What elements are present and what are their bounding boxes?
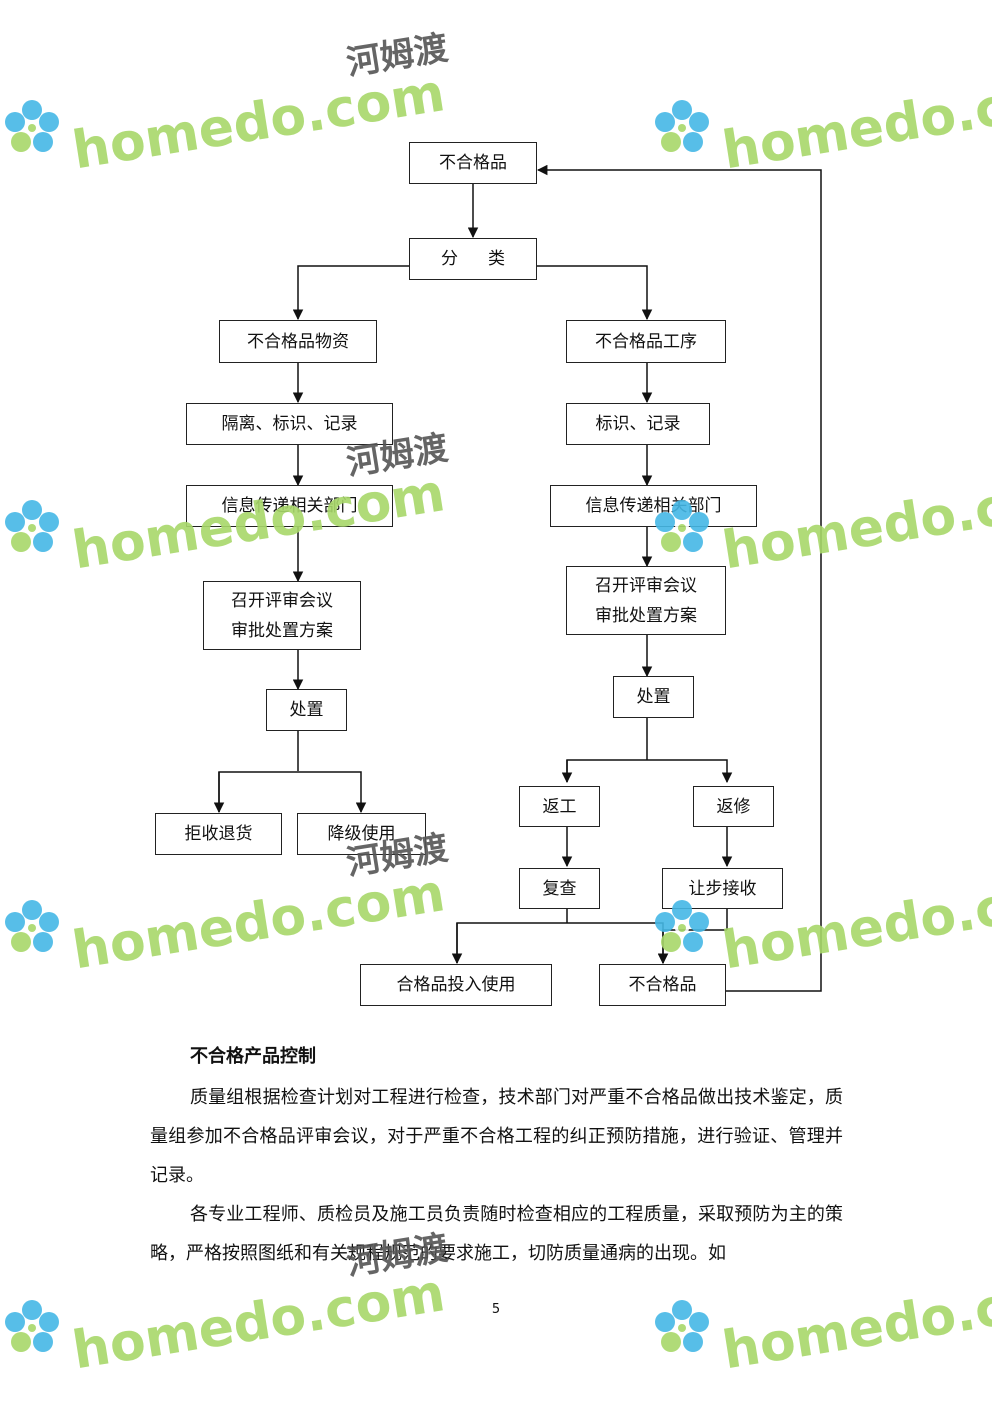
box-repair: 返修 (693, 786, 774, 827)
box-concession-accept: 让步接收 (662, 868, 783, 909)
box-left-dispose: 处置 (266, 689, 347, 731)
box-isolate-mark-record: 隔离、标识、记录 (186, 403, 393, 445)
box-recheck: 复查 (519, 868, 600, 909)
box-nonconforming-bottom: 不合格品 (599, 964, 726, 1006)
box-downgrade-use: 降级使用 (297, 813, 426, 855)
paragraph-1: 质量组根据检查计划对工程进行检查，技术部门对严重不合格品做出技术鉴定，质量组参加… (150, 1087, 843, 1186)
svg-text:homedo.com: homedo.com (69, 1263, 449, 1380)
paragraph-2: 各专业工程师、质检员及施工员负责随时检查相应的工程质量，采取预防为主的策略，严格… (150, 1204, 843, 1264)
box-left-review-meeting: 召开评审会议审批处置方案 (203, 581, 361, 650)
box-nonconforming-materials: 不合格品物资 (219, 320, 377, 363)
box-left-inform-departments: 信息传递相关部门 (186, 485, 393, 527)
box-reject-return: 拒收退货 (155, 813, 282, 855)
box-nonconforming-top: 不合格品 (409, 142, 537, 184)
box-qualified-in-use: 合格品投入使用 (360, 964, 552, 1006)
box-nonconforming-process: 不合格品工序 (566, 320, 726, 363)
box-rework: 返工 (519, 786, 600, 827)
box-mark-record: 标识、记录 (566, 403, 710, 445)
svg-text:homedo.com: homedo.com (719, 1263, 992, 1380)
flowchart-connectors (213, 164, 822, 992)
box-classify: 分类 (409, 238, 537, 280)
box-right-inform-departments: 信息传递相关部门 (550, 485, 757, 527)
box-right-dispose: 处置 (613, 676, 694, 718)
section-heading: 不合格产品控制 (190, 1046, 316, 1067)
page-number: 5 (491, 1302, 501, 1317)
box-right-review-meeting: 召开评审会议审批处置方案 (566, 566, 726, 635)
